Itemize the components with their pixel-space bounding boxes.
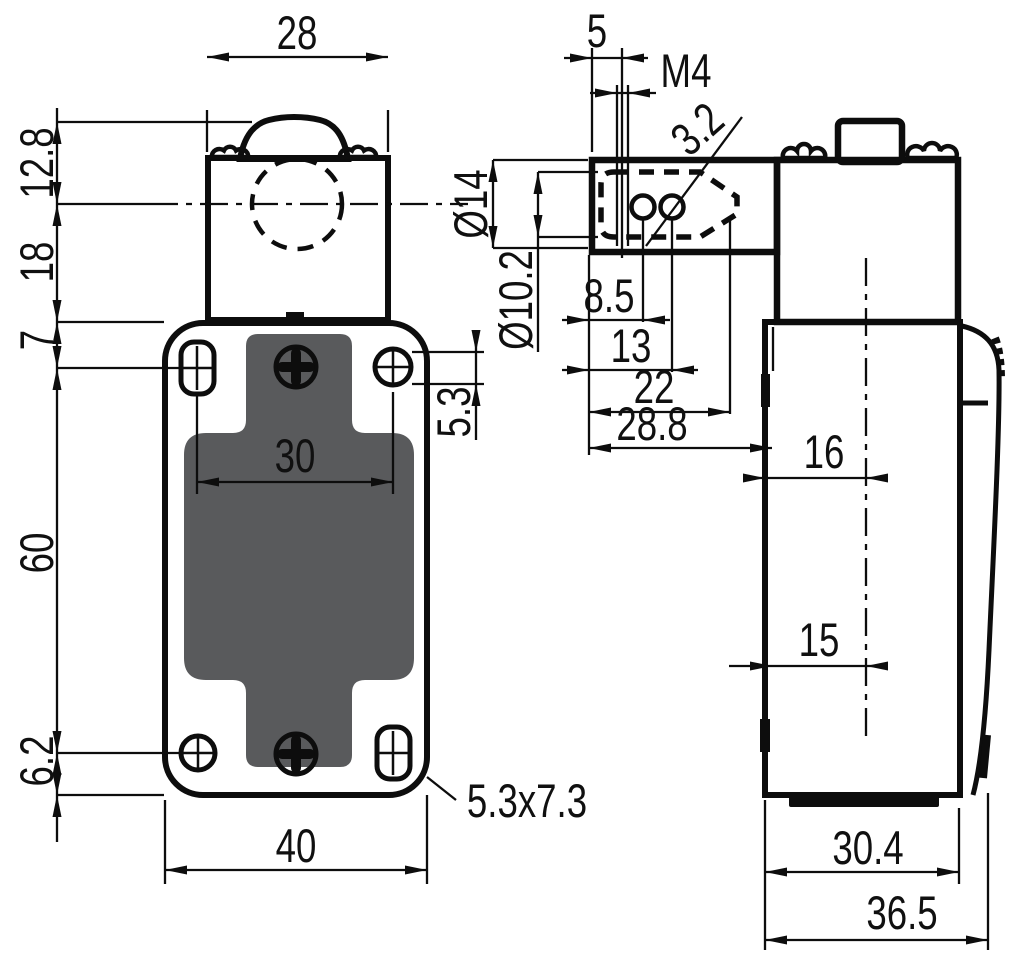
mount-slot-bottom-right xyxy=(374,724,413,782)
m4-hole xyxy=(615,48,630,258)
dimension-m4: M4 xyxy=(590,45,711,98)
dim-hole-span-horizontal: 30 xyxy=(275,430,316,482)
dimension-40: 40 xyxy=(163,795,429,884)
dim-top-to-center: 12.8 xyxy=(11,127,63,198)
dimension-5-3: 5.3 xyxy=(412,330,484,440)
plunger-button xyxy=(834,117,906,166)
dim-slot-size: 5.3x7.3 xyxy=(467,775,587,827)
callout-slot-size: 5.3x7.3 xyxy=(426,775,587,827)
dim-center-to-body: 18 xyxy=(11,242,63,283)
dim-thread: M4 xyxy=(661,45,712,97)
dimension-horizontal-chain: 8.5 13 22 28.8 xyxy=(562,216,772,455)
dimension-15: 15 xyxy=(729,614,888,671)
dim-edge-to-axis: 15 xyxy=(799,614,840,666)
dim-edge-to-axis-outer: 16 xyxy=(804,426,845,478)
mount-slot-top-left xyxy=(178,339,217,397)
dim-head-depth: 28.8 xyxy=(616,398,687,450)
front-view xyxy=(150,113,468,798)
side-head-block xyxy=(773,156,962,326)
dim-head-diameter: Ø14 xyxy=(445,169,497,238)
front-head-dome xyxy=(236,113,352,162)
dim-edge-to-tip: 22 xyxy=(634,361,675,413)
cable-gland-knurl-icon xyxy=(991,336,1005,381)
dim-body-width: 40 xyxy=(276,820,317,872)
side-bottom-plate xyxy=(789,796,939,807)
dim-head-width: 28 xyxy=(277,7,318,59)
side-terminal-mark-upper xyxy=(761,374,770,407)
mount-hole-bottom-left xyxy=(178,733,218,773)
shaft-hole-1 xyxy=(629,193,657,221)
dim-body-depth: 30.4 xyxy=(832,822,903,874)
bellows-side-right-icon xyxy=(904,140,960,161)
dim-hole-span-vertical: 60 xyxy=(11,533,63,574)
side-view xyxy=(588,48,1005,807)
side-cover-thick-segment xyxy=(979,734,991,779)
dim-shaft-diameter: Ø10.2 xyxy=(490,250,542,350)
dimension-30: 30 xyxy=(195,392,395,494)
front-body-panel xyxy=(184,334,414,767)
front-head-notch xyxy=(286,312,304,326)
shaft-hole-2 xyxy=(658,193,686,221)
side-cover-bulge xyxy=(961,323,1002,796)
dim-hole-offset: 5 xyxy=(587,5,607,57)
bellows-right-icon xyxy=(337,144,379,160)
dim-body-to-hole: 7 xyxy=(11,330,63,350)
front-head xyxy=(205,155,391,323)
side-terminal-mark-lower xyxy=(760,719,770,752)
dimension-36-5: 36.5 xyxy=(765,793,990,950)
dim-edge-to-hole1: 8.5 xyxy=(584,270,635,322)
side-body xyxy=(762,319,963,798)
mount-hole-top-right xyxy=(372,346,414,388)
dim-edge-to-hole2: 13 xyxy=(611,320,652,372)
dimension-30-4: 30.4 xyxy=(763,800,961,950)
dimension-16: 16 xyxy=(743,426,888,483)
dim-overall-depth: 36.5 xyxy=(866,887,937,939)
dim-small-hole-diameter: 3.2 xyxy=(661,92,734,165)
screw-top-icon xyxy=(273,344,319,390)
bellows-left-icon xyxy=(209,144,251,160)
dim-hole-height: 5.3 xyxy=(428,387,480,438)
dimension-left-chain: 12.8 18 7 60 6.2 xyxy=(11,108,252,842)
screw-bottom-icon xyxy=(273,731,319,777)
dimension-5: 5 xyxy=(564,5,648,152)
dimension-dia10-2: Ø10.2 xyxy=(490,170,598,352)
dim-hole-to-bottom: 6.2 xyxy=(11,736,63,787)
dimension-28: 28 xyxy=(205,7,390,152)
dimension-dia14: Ø14 xyxy=(445,158,588,250)
bellows-side-left-icon xyxy=(780,141,828,161)
